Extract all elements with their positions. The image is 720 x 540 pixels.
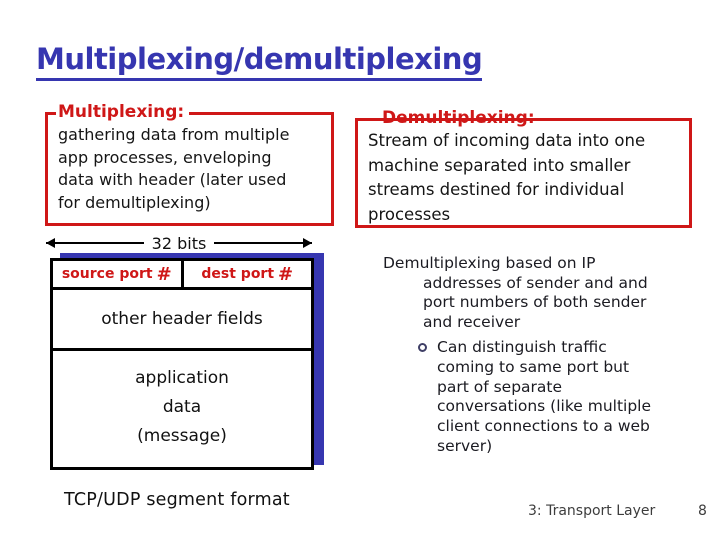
demultiplexing-sub-bullet: Can distinguish traffic coming to same p… <box>418 338 698 457</box>
demultiplexing-definition-box: Demultiplexing: Stream of incoming data … <box>355 108 692 228</box>
source-port-hash: # <box>156 263 172 285</box>
left-arrow-icon <box>46 238 144 248</box>
footer-section-label: 3: Transport Layer <box>528 503 656 519</box>
multiplexing-definition-box: Multiplexing: gathering data from multip… <box>45 102 334 226</box>
dest-port-field: dest port # <box>184 261 312 287</box>
right-arrow-icon <box>214 238 312 248</box>
bit-width-label: 32 bits <box>151 233 207 253</box>
segment-box: source port # dest port # other header f… <box>50 258 314 470</box>
slide-title: Multiplexing/demultiplexing <box>36 42 483 81</box>
demultiplexing-heading: Demultiplexing: <box>382 108 535 128</box>
sub-bullet-text: Can distinguish traffic coming to same p… <box>437 338 652 455</box>
dest-port-hash: # <box>278 263 294 285</box>
segment-format-diagram: source port # dest port # other header f… <box>50 253 324 470</box>
circle-bullet-icon <box>418 343 427 352</box>
other-header-fields-row: other header fields <box>53 290 311 351</box>
dest-port-label: dest port <box>201 266 275 282</box>
footer-page-number: 8 <box>698 503 707 519</box>
segment-format-caption: TCP/UDP segment format <box>64 490 290 510</box>
source-port-field: source port # <box>53 261 184 287</box>
multiplexing-heading: Multiplexing: <box>56 102 190 122</box>
bit-width-indicator: 32 bits <box>46 233 312 253</box>
source-port-label: source port <box>61 266 153 282</box>
application-data-row: application data (message) <box>135 368 229 446</box>
port-fields-row: source port # dest port # <box>53 261 311 290</box>
multiplexing-body-text: gathering data from multiple app process… <box>58 125 290 212</box>
demultiplexing-paragraph: Demultiplexing based on IP addresses of … <box>383 254 648 331</box>
demultiplexing-body-text: Stream of incoming data into one machine… <box>368 131 646 224</box>
